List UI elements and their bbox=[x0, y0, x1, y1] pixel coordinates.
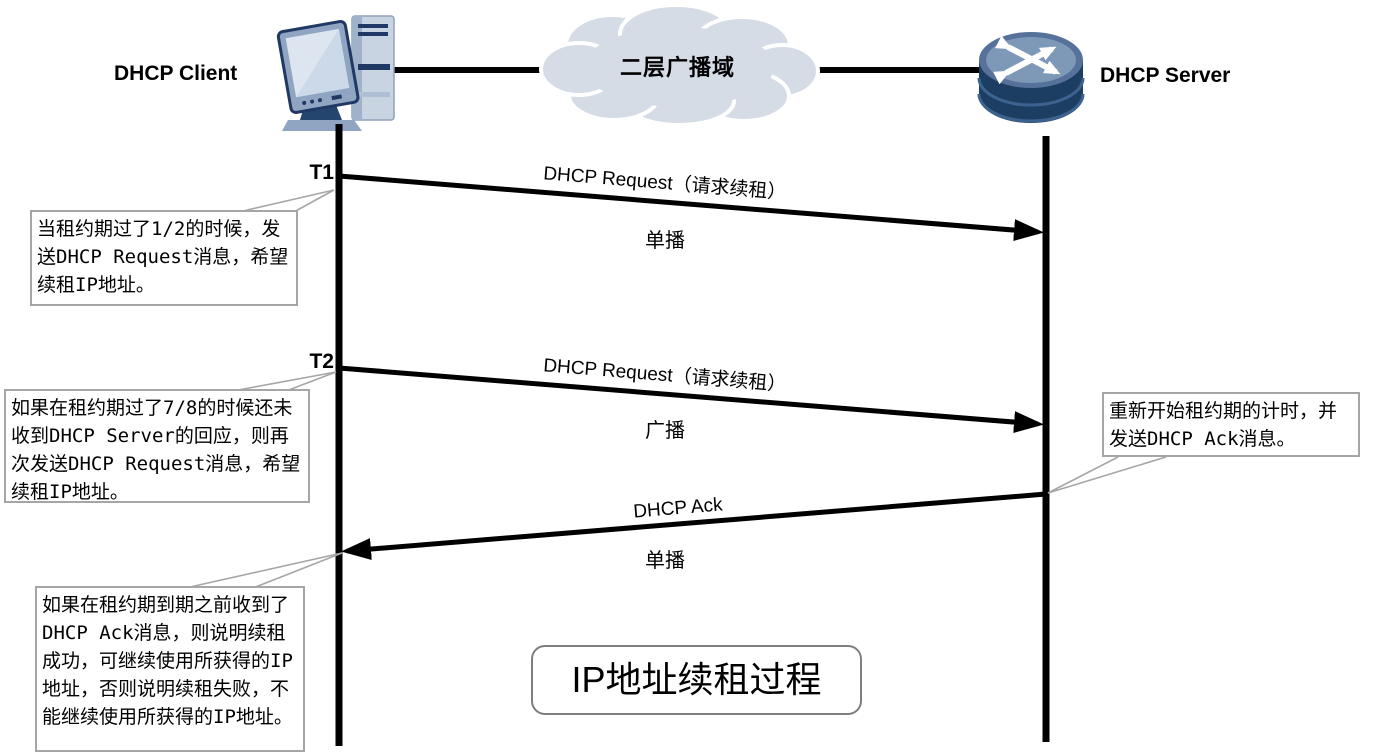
callout3-leader bbox=[189, 552, 343, 589]
msg2-mode: 广播 bbox=[645, 420, 685, 442]
t2-marker: T2 bbox=[309, 350, 334, 373]
desktop-computer-icon bbox=[276, 15, 395, 131]
t1-marker: T1 bbox=[309, 161, 334, 184]
callout-ack-note: 如果在租约期到期之前收到了DHCP Ack消息，则说明续租成功，可继续使用所获得… bbox=[35, 586, 305, 752]
arrow-dhcp-request-unicast bbox=[338, 173, 1044, 242]
callout4-leader bbox=[1047, 456, 1167, 494]
diagram-title: IP地址续租过程 bbox=[531, 645, 862, 715]
arrow-dhcp-ack bbox=[341, 491, 1047, 561]
client-label: DHCP Client bbox=[114, 62, 238, 85]
callout2-leader bbox=[237, 371, 337, 392]
arrow-dhcp-request-broadcast bbox=[338, 365, 1044, 434]
msg1-mode: 单播 bbox=[645, 230, 685, 252]
server-label: DHCP Server bbox=[1100, 64, 1231, 87]
callout-server-note: 重新开始租约期的计时，并发送DHCP Ack消息。 bbox=[1102, 392, 1360, 457]
msg3-mode: 单播 bbox=[645, 550, 685, 572]
callout1-leader bbox=[242, 189, 335, 214]
router-icon bbox=[977, 32, 1085, 123]
broadcast-domain-cloud bbox=[539, 3, 820, 127]
callout-t1-note: 当租约期过了1/2的时候，发送DHCP Request消息，希望续租IP地址。 bbox=[30, 210, 298, 306]
callout-t2-note: 如果在租约期过了7/8的时候还未收到DHCP Server的回应，则再次发送DH… bbox=[4, 389, 310, 503]
broadcast-domain-label: 二层广播域 bbox=[620, 55, 736, 80]
